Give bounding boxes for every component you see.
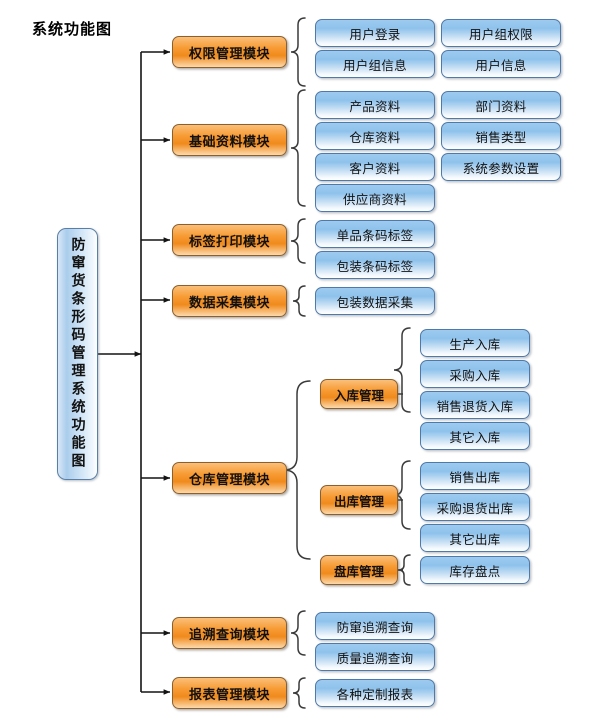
module-report[interactable]: 报表管理模块 [172, 677, 287, 709]
leaf-system-params[interactable]: 系统参数设置 [441, 153, 561, 181]
leaf-department-data[interactable]: 部门资料 [441, 91, 561, 119]
leaf-product-data[interactable]: 产品资料 [315, 91, 435, 119]
submodule-outbound[interactable]: 出库管理 [320, 485, 398, 515]
leaf-label: 部门资料 [475, 98, 527, 114]
module-basic-data-label: 基础资料模块 [188, 134, 270, 150]
module-basic-data[interactable]: 基础资料模块 [172, 124, 287, 156]
leaf-purchase-inbound[interactable]: 采购入库 [420, 360, 530, 388]
leaf-label: 用户信息 [475, 57, 527, 73]
leaf-label: 采购入库 [449, 367, 501, 383]
leaf-label: 生产入库 [449, 336, 501, 352]
root-node-label: 防窜货条形码管理系统功能图 [69, 237, 86, 471]
leaf-purchase-return-outbound[interactable]: 采购退货出库 [420, 493, 530, 521]
leaf-label: 采购退货出库 [436, 500, 514, 516]
submodule-stocktake[interactable]: 盘库管理 [320, 555, 398, 585]
leaf-label: 产品资料 [349, 98, 401, 114]
leaf-package-data-collect[interactable]: 包装数据采集 [315, 287, 435, 315]
leaf-label: 包装条码标签 [336, 258, 414, 274]
page-title: 系统功能图 [32, 20, 113, 38]
leaf-label: 各种定制报表 [336, 686, 414, 702]
leaf-label: 系统参数设置 [462, 160, 540, 176]
leaf-anti-diversion-trace[interactable]: 防窜追溯查询 [315, 612, 435, 640]
leaf-label: 库存盘点 [449, 563, 501, 579]
leaf-package-barcode-label[interactable]: 包装条码标签 [315, 251, 435, 279]
leaf-supplier-data[interactable]: 供应商资料 [315, 184, 435, 212]
leaf-label: 用户组权限 [468, 26, 533, 42]
leaf-label: 用户组信息 [342, 57, 407, 73]
leaf-user-group-permission[interactable]: 用户组权限 [441, 19, 561, 47]
brace-trace-query [290, 610, 306, 656]
leaf-sales-return-inbound[interactable]: 销售退货入库 [420, 391, 530, 419]
leaf-other-inbound[interactable]: 其它入库 [420, 422, 530, 450]
leaf-label: 销售出库 [449, 469, 501, 485]
submodule-inbound[interactable]: 入库管理 [320, 379, 398, 409]
leaf-item-barcode-label[interactable]: 单品条码标签 [315, 220, 435, 248]
brace-label-print [290, 218, 306, 264]
leaf-other-outbound[interactable]: 其它出库 [420, 524, 530, 552]
module-trace-query[interactable]: 追溯查询模块 [172, 617, 287, 649]
submodule-outbound-label: 出库管理 [333, 493, 384, 509]
module-warehouse[interactable]: 仓库管理模块 [172, 462, 287, 494]
leaf-user-info[interactable]: 用户信息 [441, 50, 561, 78]
leaf-label: 包装数据采集 [336, 294, 414, 310]
leaf-label: 供应商资料 [342, 191, 407, 207]
submodule-inbound-label: 入库管理 [333, 387, 384, 403]
module-trace-query-label: 追溯查询模块 [188, 627, 270, 643]
leaf-custom-reports[interactable]: 各种定制报表 [315, 679, 435, 707]
leaf-label: 销售类型 [475, 129, 527, 145]
leaf-label: 质量追溯查询 [336, 650, 414, 666]
brace-permission [290, 17, 306, 87]
leaf-label: 防窜追溯查询 [336, 619, 414, 635]
leaf-label: 用户登录 [349, 26, 401, 42]
module-label-print-label: 标签打印模块 [188, 234, 270, 250]
leaf-user-group-info[interactable]: 用户组信息 [315, 50, 435, 78]
brace-data-collect [292, 285, 306, 317]
leaf-label: 其它入库 [449, 429, 501, 445]
leaf-sales-type[interactable]: 销售类型 [441, 122, 561, 150]
leaf-warehouse-data[interactable]: 仓库资料 [315, 122, 435, 150]
brace-warehouse [283, 380, 311, 560]
submodule-stocktake-label: 盘库管理 [333, 563, 384, 579]
module-permission-label: 权限管理模块 [188, 46, 270, 62]
leaf-label: 销售退货入库 [436, 398, 514, 414]
module-label-print[interactable]: 标签打印模块 [172, 224, 287, 256]
module-data-collect[interactable]: 数据采集模块 [172, 285, 287, 317]
root-node[interactable]: 防窜货条形码管理系统功能图 [57, 228, 98, 480]
leaf-label: 仓库资料 [349, 129, 401, 145]
leaf-label: 其它出库 [449, 531, 501, 547]
leaf-label: 客户资料 [349, 160, 401, 176]
leaf-quality-trace[interactable]: 质量追溯查询 [315, 643, 435, 671]
module-permission[interactable]: 权限管理模块 [172, 36, 287, 68]
module-data-collect-label: 数据采集模块 [188, 295, 270, 311]
leaf-production-inbound[interactable]: 生产入库 [420, 329, 530, 357]
brace-stocktake [397, 554, 411, 586]
leaf-inventory-count[interactable]: 库存盘点 [420, 556, 530, 584]
module-report-label: 报表管理模块 [188, 687, 270, 703]
leaf-user-login[interactable]: 用户登录 [315, 19, 435, 47]
brace-report [292, 677, 306, 709]
leaf-label: 单品条码标签 [336, 227, 414, 243]
leaf-customer-data[interactable]: 客户资料 [315, 153, 435, 181]
brace-basic-data [290, 89, 306, 207]
leaf-sales-outbound[interactable]: 销售出库 [420, 462, 530, 490]
module-warehouse-label: 仓库管理模块 [188, 472, 270, 488]
